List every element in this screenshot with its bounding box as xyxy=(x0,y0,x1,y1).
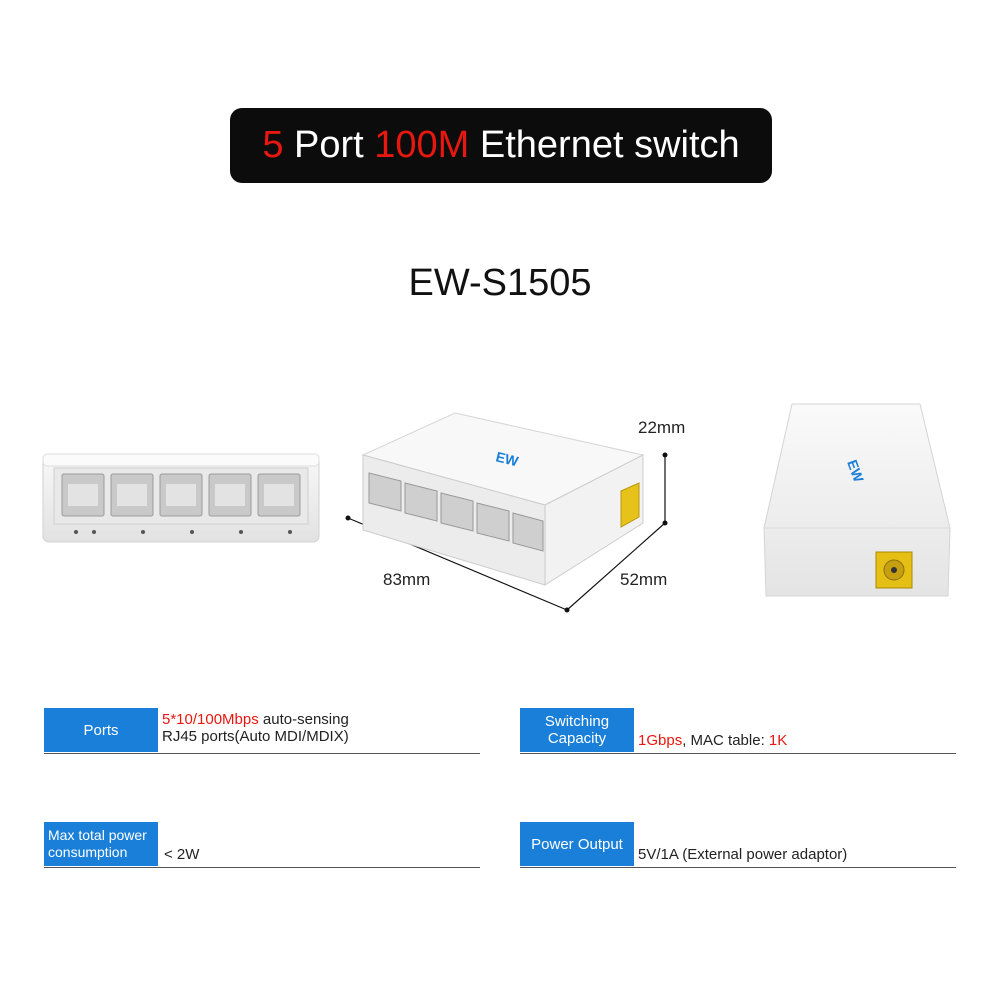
spec-power-output-label: Power Output xyxy=(520,822,634,866)
banner-text-port: Port xyxy=(283,124,375,166)
spec-power-consumption-label: Max total power consumption xyxy=(44,822,158,866)
spec-ports-divider xyxy=(44,753,480,754)
spec-ports-rj45: RJ45 ports(Auto MDI/MDIX) xyxy=(162,728,349,745)
spec-switching-divider xyxy=(520,753,956,754)
title-banner: 5 Port 100M Ethernet switch xyxy=(230,108,772,183)
spec-switching: Switching Capacity 1Gbps, MAC table: 1K xyxy=(520,708,956,754)
spec-power-consumption-label-line1: Max total power xyxy=(48,827,147,843)
dimension-depth-label: 52mm xyxy=(620,570,668,589)
brand-logo-back: EW xyxy=(844,458,867,485)
product-front-view xyxy=(42,453,320,543)
spec-switching-mac: , MAC table: xyxy=(682,732,769,749)
spec-ports-label: Ports xyxy=(44,708,158,752)
product-back-view: EW xyxy=(763,403,951,597)
banner-text-ethernet: Ethernet switch xyxy=(469,124,740,166)
banner-port-count: 5 xyxy=(262,124,284,166)
spec-power-output-divider xyxy=(520,867,956,868)
spec-ports-speed: 5*10/100Mbps xyxy=(162,711,259,728)
dimension-height-label: 22mm xyxy=(638,418,686,437)
spec-ports-value: 5*10/100Mbps auto-sensing RJ45 ports(Aut… xyxy=(162,711,349,755)
spec-power-consumption-divider xyxy=(44,867,480,868)
spec-ports: Ports 5*10/100Mbps auto-sensing RJ45 por… xyxy=(44,708,480,755)
spec-switching-value: 1Gbps, MAC table: 1K xyxy=(638,732,787,776)
spec-power-consumption: Max total power consumption < 2W xyxy=(44,822,480,868)
spec-switching-label-line1: Switching xyxy=(544,713,610,730)
banner-speed: 100M xyxy=(374,124,470,166)
spec-switching-label: Switching Capacity xyxy=(520,708,634,752)
brand-logo: EW xyxy=(494,448,521,469)
spec-switching-bandwidth: 1Gbps xyxy=(638,732,683,749)
model-number: EW-S1505 xyxy=(408,262,592,304)
product-perspective-view: EW xyxy=(345,412,668,613)
spec-power-output: Power Output 5V/1A (External power adapt… xyxy=(520,822,956,868)
dimension-width-label: 83mm xyxy=(383,570,431,589)
spec-switching-mac-size: 1K xyxy=(768,732,788,749)
spec-switching-label-line2: Capacity xyxy=(547,730,607,747)
spec-ports-autosense: auto-sensing xyxy=(258,711,349,728)
spec-power-consumption-value: < 2W xyxy=(164,846,200,863)
spec-power-consumption-label-line2: consumption xyxy=(48,844,128,860)
spec-power-output-value: 5V/1A (External power adaptor) xyxy=(638,846,848,863)
